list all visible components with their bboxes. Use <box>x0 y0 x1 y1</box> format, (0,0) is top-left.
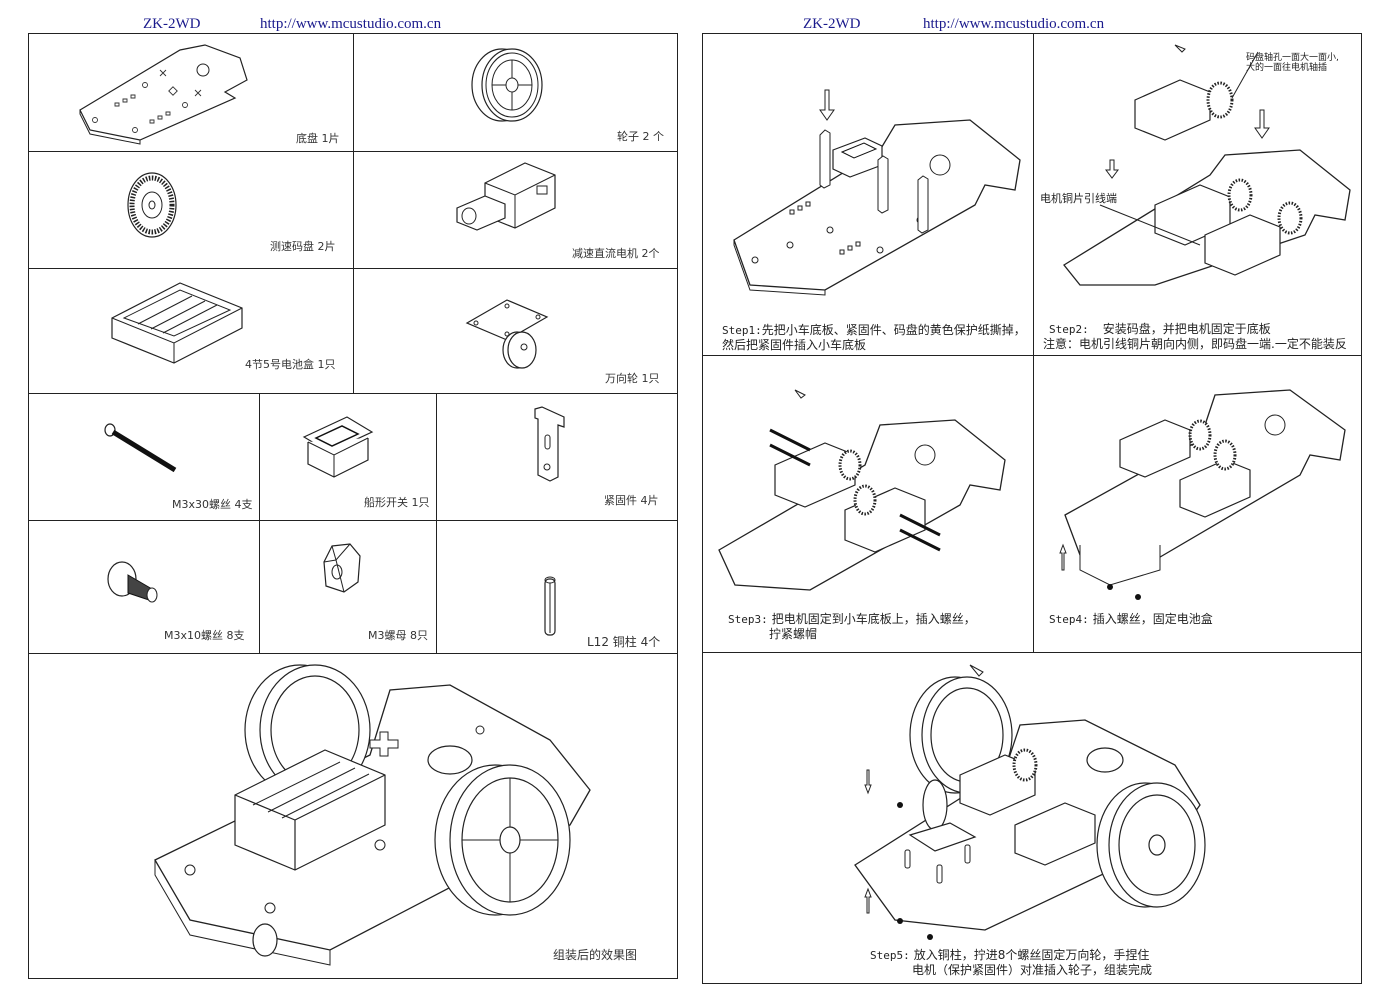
part-label: M3x10螺丝 8支 <box>164 629 245 642</box>
right-header-url[interactable]: http://www.mcustudio.com.cn <box>923 16 1105 32</box>
step-label: Step1: <box>722 324 762 337</box>
part-label: 轮子 2 个 <box>617 130 664 143</box>
step-3-text: Step3:把电机固定到小车底板上，插入螺丝， 拧紧螺帽 <box>728 612 976 642</box>
step-3-illustration <box>715 385 1015 595</box>
hex-nut-icon <box>322 542 362 594</box>
callout-line: 码盘轴孔一面大一面小, <box>1246 53 1339 63</box>
right-page-frame <box>702 33 1362 984</box>
part-label: 紧固件 4片 <box>604 494 659 507</box>
left-header-model: ZK-2WD <box>143 16 201 32</box>
encoder-note-callout: 码盘轴孔一面大一面小, 大的一面往电机轴插 <box>1246 53 1339 73</box>
step-2-text: Step2: 安装码盘，并把电机固定于底板 注意：电机引线铜片朝向内侧，即码盘一端… <box>1043 322 1347 352</box>
step-label: Step2: <box>1049 323 1089 336</box>
long-screw-icon <box>103 422 183 477</box>
step-label: Step3: <box>728 613 768 626</box>
step-line: 放入铜柱，拧进8个螺丝固定万向轮，手捏住 <box>913 948 1150 962</box>
step-5-illustration <box>855 665 1205 940</box>
part-label: 测速码盘 2片 <box>270 240 336 253</box>
assembled-car-icon <box>150 660 590 970</box>
step-line: 把电机固定到小车底板上，插入螺丝， <box>771 612 976 626</box>
divider <box>1033 33 1034 652</box>
step-4-illustration <box>1050 385 1350 600</box>
divider <box>702 355 1362 356</box>
step-line: 先把小车底板、紧固件、码盘的黄色保护纸撕掉， <box>761 323 1026 337</box>
part-label: 万向轮 1只 <box>605 372 660 385</box>
divider <box>353 33 354 393</box>
step-line: 注意：电机引线铜片朝向内侧，即码盘一端.一定不能装反 <box>1043 337 1347 351</box>
divider <box>259 393 260 653</box>
step-1-text: Step1:先把小车底板、紧固件、码盘的黄色保护纸撕掉， 然后把紧固件插入小车底… <box>722 323 1026 353</box>
fastener-bracket-icon <box>530 405 570 485</box>
battery-box-icon <box>110 278 245 368</box>
step-line: 电机（保护紧固件）对准插入轮子，组装完成 <box>912 963 1153 977</box>
short-screw-icon <box>106 557 166 609</box>
wheel-icon <box>462 45 552 125</box>
step-line: 拧紧螺帽 <box>769 627 818 641</box>
part-label: 船形开关 1只 <box>364 496 430 509</box>
divider <box>436 393 437 653</box>
assembled-caption: 组装后的效果图 <box>553 948 638 962</box>
step-2-illustration <box>1060 40 1355 290</box>
step-line: 安装码盘，并把电机固定于底板 <box>1102 322 1271 336</box>
part-label: M3螺母 8只 <box>368 629 428 642</box>
step-label: Step4: <box>1049 613 1089 626</box>
step-1-illustration <box>730 80 1025 295</box>
part-label: M3x30螺丝 4支 <box>172 498 253 511</box>
caster-wheel-icon <box>462 295 552 375</box>
left-header-url[interactable]: http://www.mcustudio.com.cn <box>260 16 442 32</box>
part-label: 减速直流电机 2个 <box>572 247 660 260</box>
step-label: Step5: <box>870 949 910 962</box>
step-4-text: Step4:插入螺丝，固定电池盒 <box>1049 612 1213 627</box>
step-line: 插入螺丝，固定电池盒 <box>1092 612 1213 626</box>
part-label: 4节5号电池盒 1只 <box>245 358 336 371</box>
rocker-switch-icon <box>302 412 374 482</box>
motor-lead-callout: 电机铜片引线端 <box>1040 192 1117 205</box>
callout-line: 大的一面往电机轴插 <box>1246 63 1328 73</box>
chassis-plate-icon <box>75 40 255 140</box>
divider <box>28 393 678 394</box>
encoder-disc-icon <box>125 170 180 240</box>
part-label: 底盘 1片 <box>296 132 340 145</box>
gear-motor-icon <box>455 158 565 238</box>
right-header-model: ZK-2WD <box>803 16 861 32</box>
step-5-text: Step5:放入铜柱，拧进8个螺丝固定万向轮，手捏住 电机（保护紧固件）对准插入… <box>870 948 1152 978</box>
copper-standoff-icon <box>543 575 557 639</box>
step-line: 然后把紧固件插入小车底板 <box>722 338 867 352</box>
divider <box>28 520 678 521</box>
divider <box>28 653 678 654</box>
divider <box>702 652 1362 653</box>
part-label: L12 铜柱 4个 <box>587 635 661 649</box>
